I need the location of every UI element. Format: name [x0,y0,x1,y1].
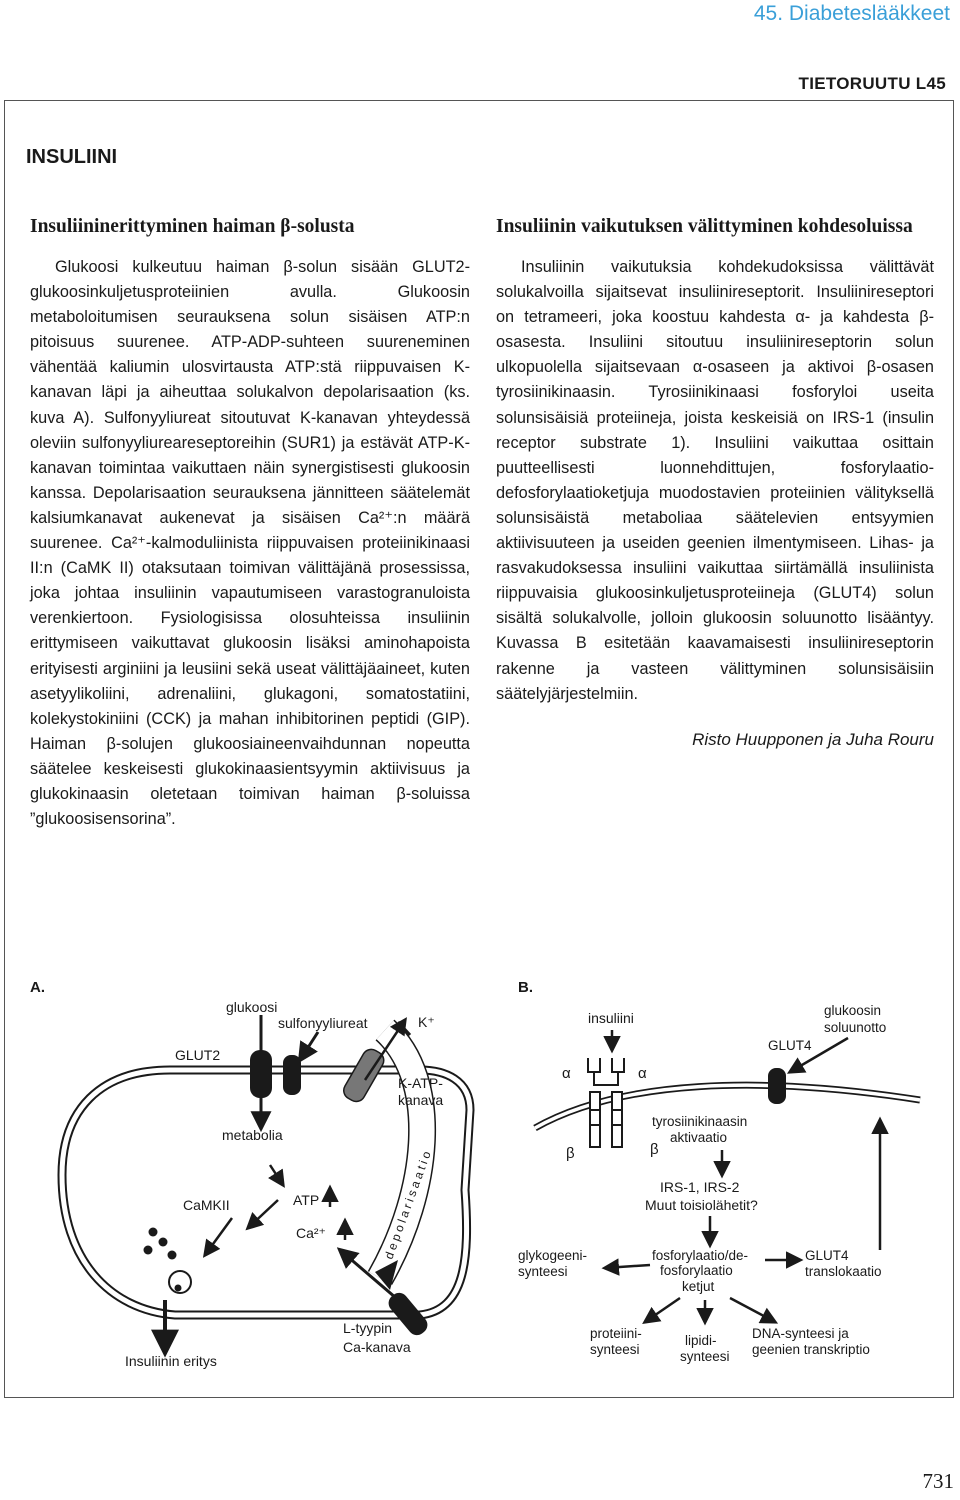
soluunotto-label: soluunotto [824,1020,886,1035]
figure-a-label: A. [30,979,45,996]
action-paragraph: Insuliinin vaikutuksia kohdekudoksissa v… [496,258,934,703]
insulin-receptor [587,1058,625,1148]
figure-b: B. insuliini α α β β tyrosiinikinaasin a… [518,979,921,1364]
secretory-vesicle [168,1270,192,1294]
beta-left-label: β [566,1145,575,1162]
insulin-granule [158,1237,168,1247]
ketjut-label: ketjut [682,1279,715,1294]
lipidi-label: lipidi- [685,1333,717,1348]
chapter-title: 45. Diabeteslääkkeet [753,2,950,25]
info-box-title: INSULIINI [26,146,118,168]
glukoosin-label: glukoosin [824,1003,881,1018]
proteiini-label: proteiini- [590,1326,642,1341]
irs-label: IRS-1, IRS-2 [660,1179,740,1195]
k-plus-label: K⁺ [418,1014,435,1030]
aktivaatio-label: aktivaatio [670,1130,727,1145]
alpha-left-label: α [562,1065,571,1082]
glykogeeni-label: glykogeeni- [518,1248,587,1263]
insuliinin-eritys-label: Insuliinin eritys [125,1353,217,1369]
fosforylaatio-label: fosforylaatio/de- [652,1248,748,1263]
glut2-label: GLUT2 [175,1047,220,1063]
figure-b-label: B. [518,979,533,996]
beta-right-label: β [650,1141,659,1158]
info-box-label: TIETORUUTU L45 [798,74,946,93]
synteesi3-label: synteesi [680,1349,730,1364]
insulin-granule [143,1245,153,1255]
camkii-label: CaMKII [183,1197,230,1213]
ca2-label: Ca²⁺ [296,1225,326,1241]
l-type-ca-channel [388,1292,428,1336]
fosforylaatio2-label: fosforylaatio [660,1263,733,1278]
ca-kanava-label: Ca-kanava [343,1339,411,1355]
page-number: 731 [922,1469,955,1493]
insulin-granule [148,1227,158,1237]
glukoosi-label: glukoosi [226,999,277,1015]
dna-label: DNA-synteesi ja [752,1326,849,1341]
translokaatio-label: translokaatio [805,1264,882,1279]
atp-label: ATP [293,1192,319,1208]
section-heading-secretion: Insuliininerittyminen haiman β-solusta [30,216,355,237]
muut-label: Muut toisiolähetit? [645,1197,758,1213]
tyrosiinikinaasin-label: tyrosiinikinaasin [652,1114,747,1129]
l-tyypin-label: L-tyypin [343,1320,392,1336]
insulin-granule [167,1250,177,1260]
figure: A. depolarisaatio glukoosi GLUT2 sulfony… [30,979,921,1369]
figure-a: A. depolarisaatio glukoosi GLUT2 sulfony… [30,979,475,1369]
secretion-paragraph: Glukoosi kulkeutuu haiman β-solun sisään… [30,258,470,829]
glut4-label: GLUT4 [768,1038,812,1053]
section-heading-action: Insuliinin vaikutuksen välittyminen kohd… [496,216,913,237]
k-atp-label: K-ATP- [398,1075,443,1091]
alpha-right-label: α [638,1065,647,1082]
k-atp-channel [343,1048,385,1103]
kanava-label: kanava [398,1092,443,1108]
sur1-receptor [283,1055,301,1095]
glut4-transporter [768,1068,786,1104]
authors: Risto Huupponen ja Juha Rouru [692,729,934,749]
metabolia-label: metabolia [222,1127,283,1143]
glut4-translocation-label: GLUT4 [805,1248,849,1263]
geenien-label: geenien transkriptio [752,1342,870,1357]
right-column: Insuliinin vaikutuksen välittyminen kohd… [496,213,934,752]
insuliini-label: insuliini [588,1010,634,1026]
info-box-frame [4,100,954,1398]
synteesi2-label: synteesi [590,1342,640,1357]
sulfonyyliureat-label: sulfonyyliureat [278,1015,368,1031]
synteesi-label: synteesi [518,1264,568,1279]
left-column: Insuliininerittyminen haiman β-solusta G… [30,213,470,832]
